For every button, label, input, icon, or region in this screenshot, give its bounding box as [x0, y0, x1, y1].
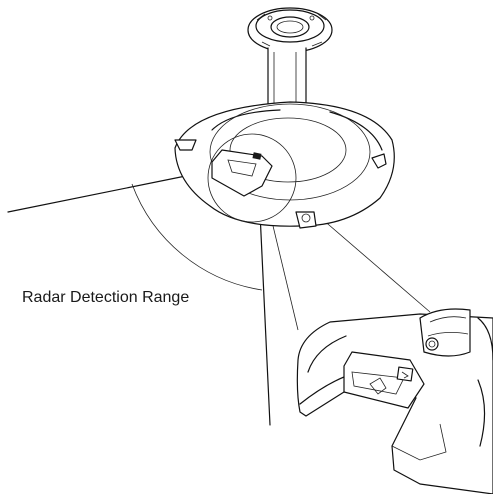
zoom-circle — [207, 133, 297, 223]
radar-detection-range-label: Radar Detection Range — [22, 289, 189, 306]
range-arc — [131, 183, 263, 291]
radar-sensor-detail-icon — [296, 308, 493, 494]
ceiling-mount-bracket-icon — [174, 7, 395, 229]
